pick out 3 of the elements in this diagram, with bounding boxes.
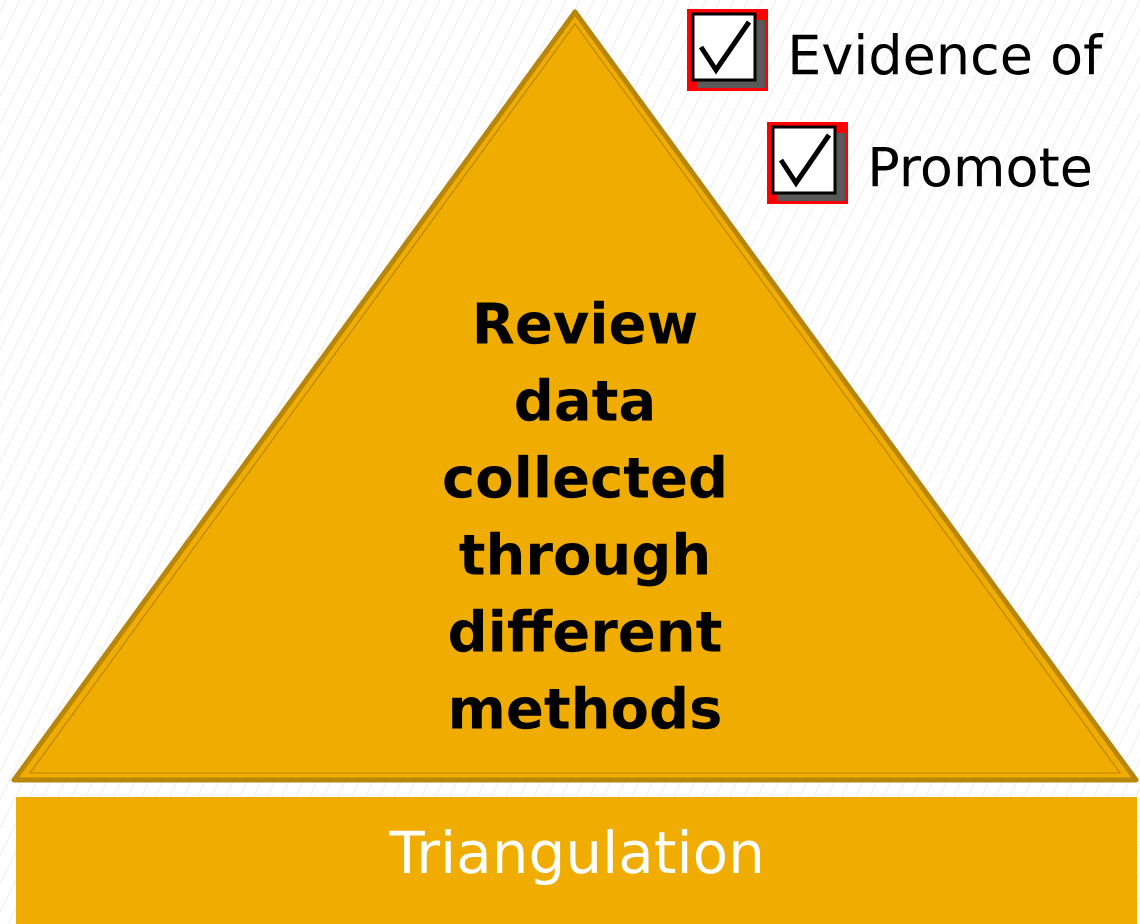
checklist-item: Evidence of — [792, 33, 1104, 75]
title-band: Triangulation — [16, 797, 1137, 924]
checklist-item: Promote — [872, 146, 1091, 188]
